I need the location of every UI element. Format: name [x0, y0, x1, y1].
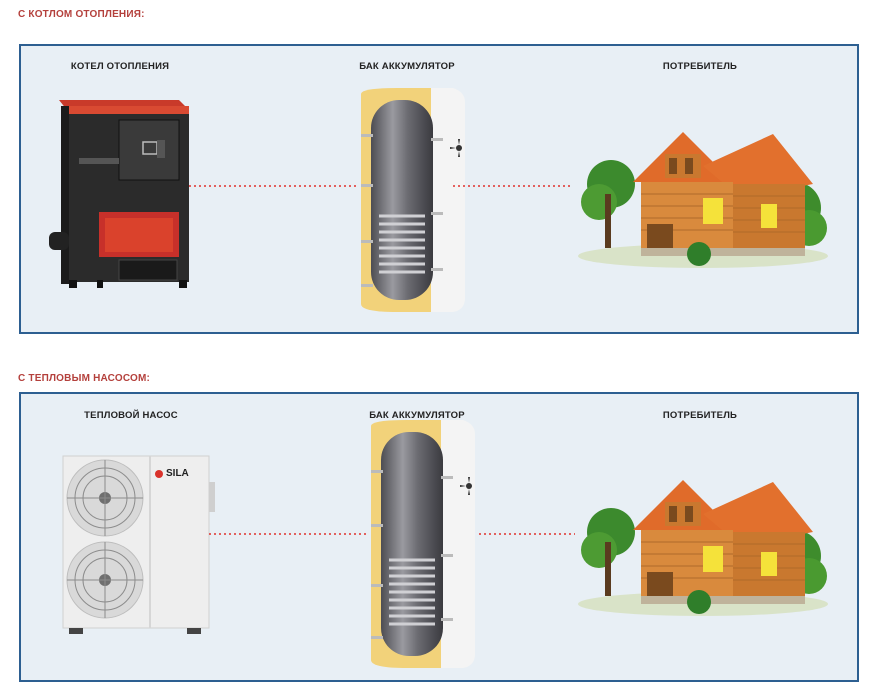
panel-boiler-scheme: КОТЕЛ ОТОПЛЕНИЯ БАК АККУМУЛЯТОР ПОТРЕБИТ…	[19, 44, 859, 334]
label-tank: БАК АККУМУЛЯТОР	[369, 410, 465, 421]
connector-boiler-tank	[189, 185, 359, 187]
connector-tank-consumer	[479, 533, 575, 535]
section-title-heat-pump: С ТЕПЛОВЫМ НАСОСОМ:	[18, 373, 151, 384]
house-icon	[578, 480, 828, 616]
brand-logo: SILA	[166, 468, 189, 479]
connector-tank-consumer	[453, 185, 573, 187]
label-consumer: ПОТРЕБИТЕЛЬ	[662, 410, 738, 421]
house-icon	[578, 132, 828, 268]
panel-heat-pump-scheme: ТЕПЛОВОЙ НАСОС БАК АККУМУЛЯТОР ПОТРЕБИТЕ…	[19, 392, 859, 682]
section-title-boiler: С КОТЛОМ ОТОПЛЕНИЯ:	[18, 9, 145, 20]
boiler-icon	[49, 100, 189, 288]
label-heat-pump: ТЕПЛОВОЙ НАСОС	[84, 410, 178, 421]
label-tank: БАК АККУМУЛЯТОР	[359, 61, 455, 72]
connector-heat-pump-tank	[209, 533, 367, 535]
label-boiler: КОТЕЛ ОТОПЛЕНИЯ	[70, 61, 170, 72]
heat-pump-icon	[62, 455, 215, 634]
label-consumer: ПОТРЕБИТЕЛЬ	[662, 61, 738, 72]
storage-tank-icon	[371, 420, 475, 668]
storage-tank-icon	[361, 88, 465, 312]
